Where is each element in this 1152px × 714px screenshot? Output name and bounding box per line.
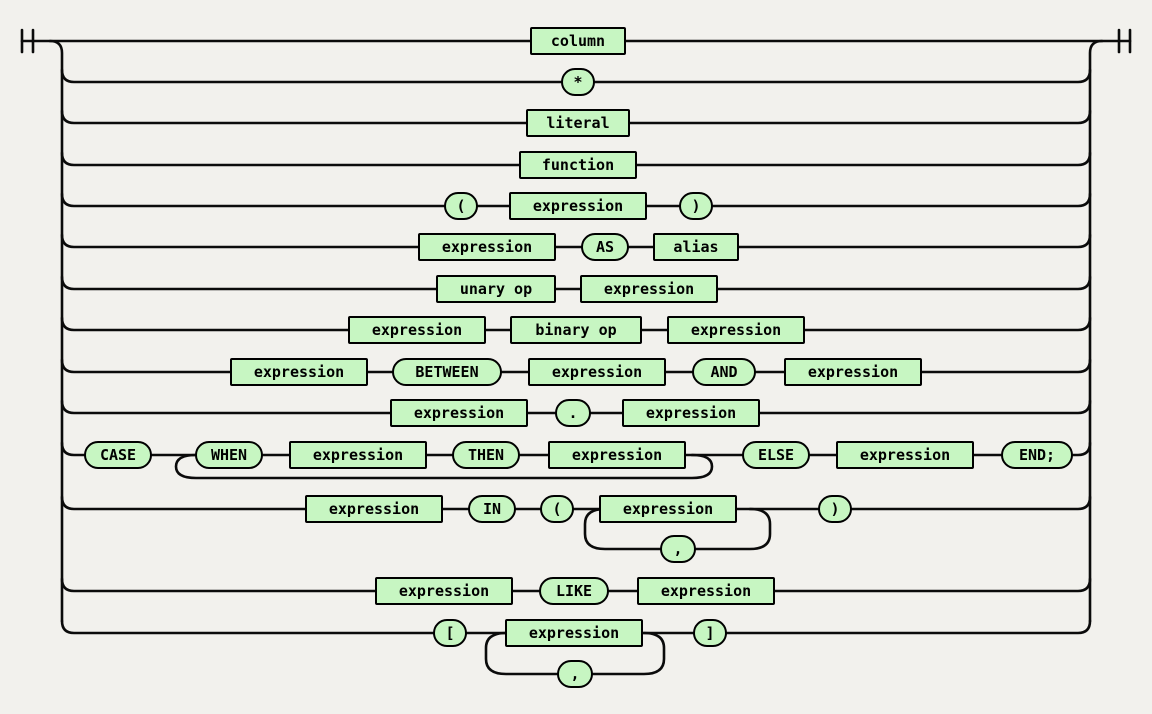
nonterminal-expression: expression [418,233,556,261]
nonterminal-binary-op: binary op [510,316,642,344]
nonterminal-expression: expression [580,275,718,303]
nonterminal-expression: expression [599,495,737,523]
nonterminal-alias: alias [653,233,739,261]
nonterminal-unary-op: unary op [436,275,556,303]
nonterminal-expression: expression [505,619,643,647]
nonterminal-expression: expression [230,358,368,386]
terminal-star: * [561,68,595,96]
terminal-dot: . [555,399,591,427]
nonterminal-expression: expression [637,577,775,605]
nonterminal-expression: expression [375,577,513,605]
terminal-case: CASE [84,441,152,469]
terminal-then: THEN [452,441,520,469]
branch-row-7 [60,275,1092,291]
terminal-as: AS [581,233,629,261]
terminal-when: WHEN [195,441,263,469]
terminal-and: AND [692,358,756,386]
right-rail [1088,39,1104,623]
nonterminal-expression: expression [509,192,647,220]
nonterminal-expression: expression [528,358,666,386]
branch-row-12 [60,495,1092,511]
nonterminal-expression: expression [622,399,760,427]
nonterminal-expression: expression [390,399,528,427]
terminal-comma: , [557,660,593,688]
branch-row-6 [60,233,1092,249]
nonterminal-expression: expression [784,358,922,386]
nonterminal-expression: expression [548,441,686,469]
terminal-between: BETWEEN [392,358,502,386]
nonterminal-column: column [530,27,626,55]
nonterminal-literal: literal [526,109,630,137]
nonterminal-expression: expression [667,316,805,344]
nonterminal-function: function [519,151,637,179]
terminal-close-bracket: ] [693,619,727,647]
terminal-open-paren: ( [444,192,478,220]
end-marker-icon [1117,28,1132,54]
terminal-open-bracket: [ [433,619,467,647]
nonterminal-expression: expression [348,316,486,344]
terminal-open-paren: ( [540,495,574,523]
terminal-in: IN [468,495,516,523]
nonterminal-expression: expression [289,441,427,469]
terminal-comma: , [660,535,696,563]
start-marker-icon [20,28,35,54]
terminal-like: LIKE [539,577,609,605]
nonterminal-expression: expression [836,441,974,469]
nonterminal-expression: expression [305,495,443,523]
loop-case-when [174,453,714,480]
terminal-close-paren: ) [679,192,713,220]
left-rail [48,39,64,623]
terminal-end: END; [1001,441,1073,469]
terminal-close-paren: ) [818,495,852,523]
terminal-else: ELSE [742,441,810,469]
